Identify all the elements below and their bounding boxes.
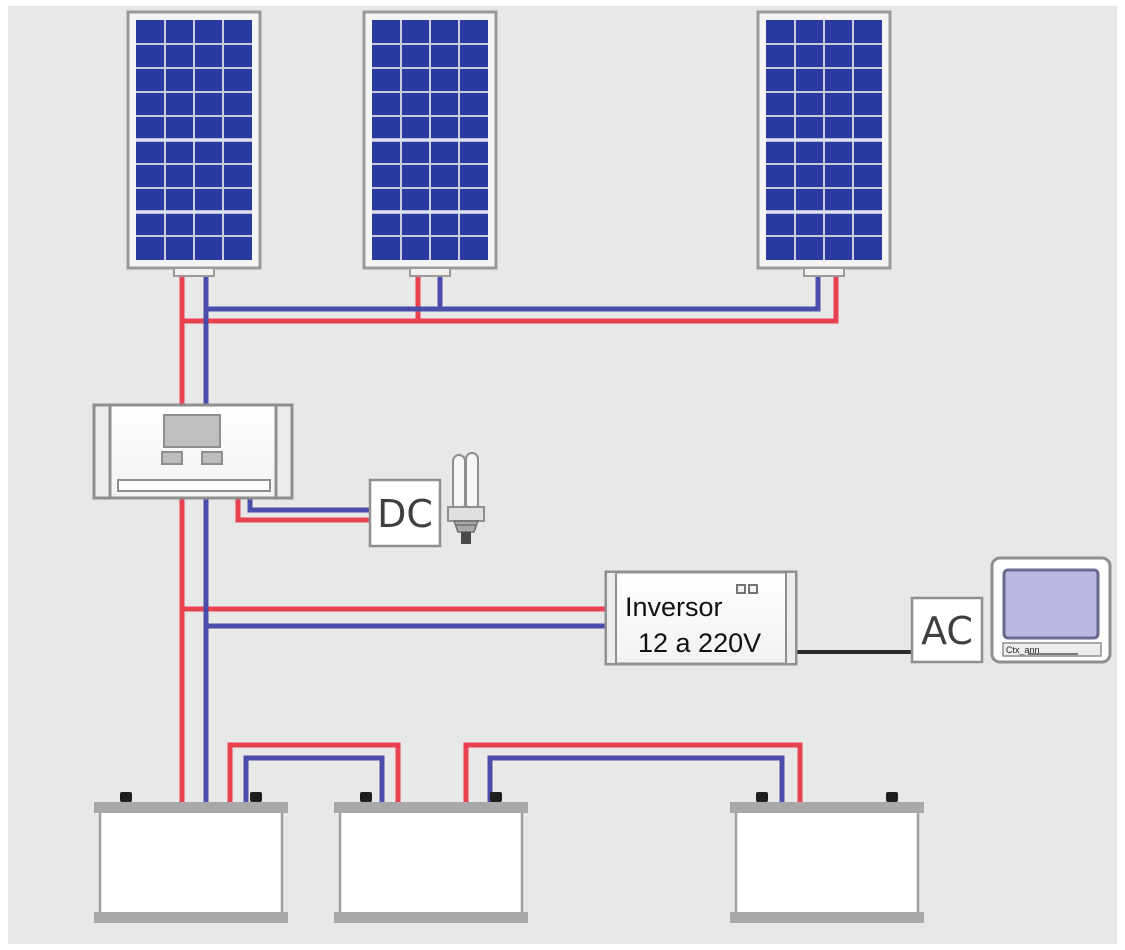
battery-terminal bbox=[250, 792, 262, 802]
monitor-screen bbox=[1002, 568, 1100, 640]
inverter: Inversor 12 a 220V bbox=[604, 570, 798, 666]
monitor-icon: Ctx_ann bbox=[990, 556, 1112, 664]
negative-wires bbox=[203, 275, 821, 805]
battery-terminal bbox=[756, 792, 768, 802]
inverter-indicator-left bbox=[736, 584, 746, 594]
controller-display bbox=[163, 414, 221, 448]
battery bbox=[334, 792, 528, 923]
wiring bbox=[179, 275, 912, 805]
controller-button-left bbox=[161, 451, 183, 465]
battery-terminal bbox=[120, 792, 132, 802]
inverter-label-line2: 12 a 220V bbox=[638, 628, 761, 658]
batteries bbox=[94, 792, 924, 923]
controller-button-right bbox=[201, 451, 223, 465]
battery-terminal bbox=[360, 792, 372, 802]
ac-load: AC Ctx_ann bbox=[910, 556, 1112, 664]
positive-wires bbox=[179, 275, 839, 805]
inverter-label-line1: Inversor bbox=[625, 592, 723, 622]
controller-terminal-strip bbox=[117, 479, 271, 492]
lightbulb-icon bbox=[447, 452, 485, 544]
solar-panels bbox=[126, 10, 892, 277]
solar-panel bbox=[126, 10, 262, 277]
monitor-brand-label: Ctx_ann bbox=[1006, 645, 1040, 655]
dc-load: DC bbox=[368, 452, 485, 548]
battery bbox=[94, 792, 288, 923]
battery-terminal bbox=[886, 792, 898, 802]
inverter-indicator-right bbox=[748, 584, 758, 594]
solar-panel bbox=[362, 10, 498, 277]
battery bbox=[730, 792, 924, 923]
dc-box bbox=[368, 478, 442, 548]
ac-box bbox=[910, 596, 984, 664]
charge-controller bbox=[92, 403, 294, 500]
ac-label: AC bbox=[921, 609, 973, 653]
dc-label: DC bbox=[377, 492, 433, 536]
solar-panel bbox=[756, 10, 892, 277]
battery-terminal bbox=[490, 792, 502, 802]
